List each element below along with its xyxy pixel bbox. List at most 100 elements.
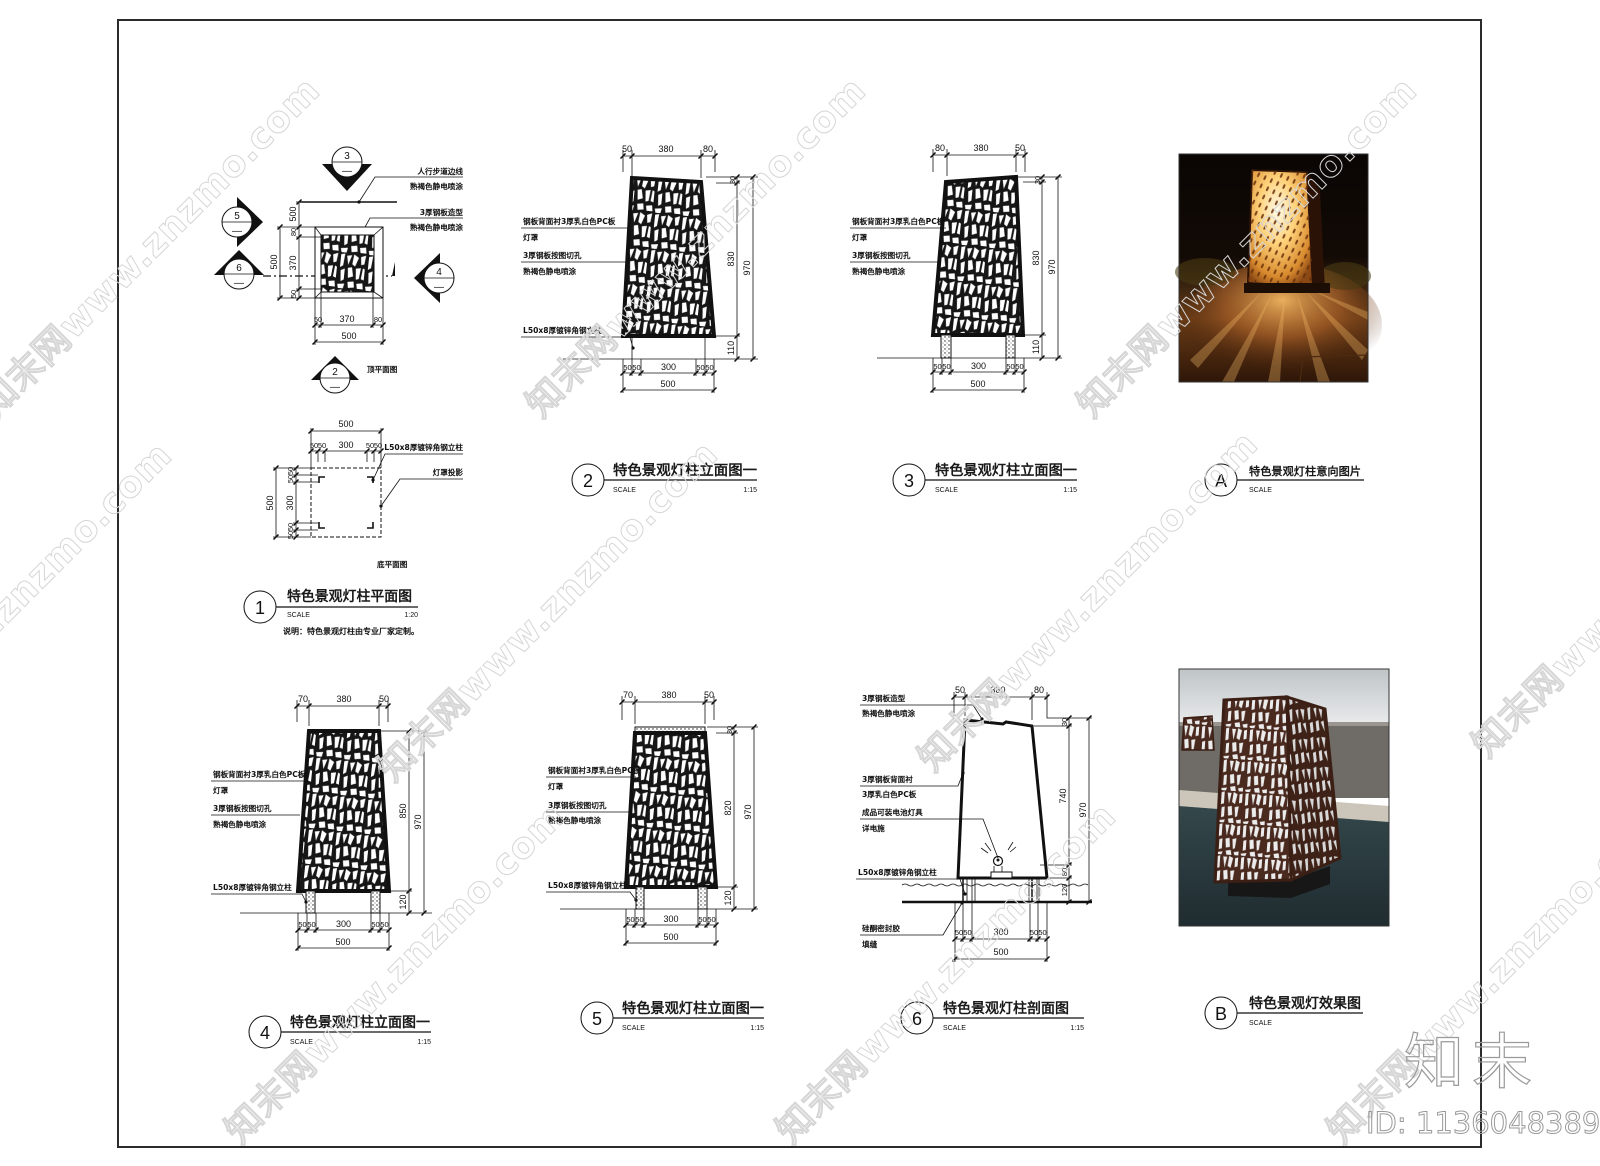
scale-label: SCALE <box>935 487 958 494</box>
scale-value: 1:15 <box>1070 1025 1084 1032</box>
photo-b-rendering <box>1178 668 1390 927</box>
dim-text: 300 <box>285 495 295 510</box>
dim-text: 500 <box>335 937 350 947</box>
dim-text: 120 <box>1060 884 1069 897</box>
section-marker-2[interactable]: 2 — <box>311 356 359 394</box>
dim-text: 300 <box>336 919 351 929</box>
section-marker-3[interactable]: 3 — <box>322 146 372 191</box>
label-finish: 熟褐色静电喷涂 <box>213 819 267 829</box>
dim-text: 70 <box>623 690 633 700</box>
dim-text: 50 <box>933 362 941 371</box>
dim-text: 50 <box>705 363 713 372</box>
label-pc-lining: 钢板背面衬3厚乳白色PC板 <box>548 765 641 775</box>
dim-text: 500 <box>269 254 279 269</box>
dim-text: 970 <box>1078 802 1088 817</box>
label-lamp-shade: 灯罩 <box>548 781 564 791</box>
dim-text: 50 <box>635 915 643 924</box>
dim-text: 830 <box>1031 250 1041 265</box>
scale-value: 1:15 <box>743 487 757 494</box>
dim-text: 50 <box>1006 362 1014 371</box>
elevation-2: 50 380 80 30 830 110 970 50 50 300 50 50… <box>521 144 758 394</box>
marker-sheet: — <box>342 166 352 177</box>
label-pc-lining: 钢板背面衬3厚乳白色PC板 <box>852 216 945 226</box>
plan-base-leaders <box>371 453 463 508</box>
title-block-3: 3 特色景观灯柱立面图一 SCALE 1:15 <box>892 462 1077 497</box>
label-cut-steel: 3厚钢板按图切孔 <box>213 803 272 813</box>
marker-number: 4 <box>436 267 442 278</box>
title-number: 1 <box>255 598 265 618</box>
label-lamp-shade: 灯罩 <box>852 232 868 242</box>
dim-text: 50 <box>698 915 706 924</box>
dim-text: 300 <box>661 362 676 372</box>
elevation-2-leaders <box>521 227 634 349</box>
title-number: 6 <box>912 1009 922 1029</box>
dim-text: 850 <box>398 803 408 818</box>
dim-text: 50 <box>289 290 298 298</box>
scale-label: SCALE <box>613 487 636 494</box>
section-marker-5[interactable]: 5 — <box>221 197 263 247</box>
label-steel-lining: 3厚钢板背面衬 <box>862 774 913 784</box>
dim-text: 50 <box>379 694 389 704</box>
lamp-shade-elevation <box>295 729 392 893</box>
title-block-6: 6 特色景观灯柱剖面图 SCALE 1:15 <box>900 1000 1084 1035</box>
section-marker-4[interactable]: 4 — <box>414 253 455 303</box>
dim-text: 50 <box>696 363 704 372</box>
dim-text: 80 <box>1060 868 1069 876</box>
dim-text: 50 <box>707 915 715 924</box>
caption-base-plan: 底平面图 <box>377 559 408 569</box>
dim-text: 50 <box>1030 928 1038 937</box>
angle-steel-posts <box>962 878 1040 902</box>
dim-text: 50 <box>314 315 322 324</box>
label-see-electrical: 详电施 <box>862 823 885 833</box>
dim-text: 80 <box>289 228 298 236</box>
lamp-shade-elevation <box>930 174 1026 337</box>
dim-text: 370 <box>288 255 298 270</box>
label-finish: 熟褐色静电喷涂 <box>548 815 602 825</box>
label-angle-post: L50x8厚镀锌角钢立柱 <box>213 882 292 892</box>
dim-text: 380 <box>973 143 988 153</box>
dim-text: 300 <box>971 361 986 371</box>
dim-text: 30 <box>725 726 734 734</box>
section-6-leaders <box>856 704 999 936</box>
marker-number: 5 <box>234 211 240 222</box>
dim-text: 50 <box>626 915 634 924</box>
label-joint-fill: 填缝 <box>862 939 878 949</box>
title-text: 特色景观灯柱剖面图 <box>943 1000 1069 1017</box>
plan-base-dimension-lines <box>272 427 385 541</box>
scale-value: 1:15 <box>1063 487 1077 494</box>
scale-value: 1:20 <box>404 612 418 619</box>
dim-text: 500 <box>660 379 675 389</box>
lamp-shade-elevation <box>620 175 717 338</box>
label-lamp-shade: 灯罩 <box>213 785 229 795</box>
section-marker-6[interactable]: 6 — <box>214 250 264 290</box>
dim-text: 500 <box>341 331 356 341</box>
label-angle-post: L50x8厚镀锌角钢立柱 <box>523 325 602 335</box>
label-lamp-shade: 灯罩 <box>523 232 539 242</box>
scale-label: SCALE <box>1249 487 1272 494</box>
dim-text: 50 <box>371 920 379 929</box>
dim-text: 500 <box>288 206 298 221</box>
dim-text: 50 <box>286 467 295 475</box>
dim-text: 110 <box>726 341 736 355</box>
marker-number: 3 <box>344 151 350 162</box>
elevation-5-leaders <box>546 776 637 901</box>
title-block-5: 5 特色景观灯柱立面图一 SCALE 1:15 <box>580 1000 764 1035</box>
dim-text: 50 <box>366 441 374 450</box>
label-finish: 熟褐色静电喷涂 <box>410 222 464 232</box>
dim-text: 120 <box>398 894 408 909</box>
label-finish: 熟褐色静电喷涂 <box>852 266 906 276</box>
label-pc-lining: 钢板背面衬3厚乳白色PC板 <box>523 216 616 226</box>
label-steel-plate: 3厚钢板造型 <box>862 693 906 703</box>
dim-text: 50 <box>1015 362 1023 371</box>
dim-text: 120 <box>723 890 733 905</box>
title-block-b: B 特色景观灯效果图 SCALE <box>1204 995 1363 1030</box>
dim-text: 50 <box>963 928 971 937</box>
dim-text: 300 <box>993 927 1008 937</box>
dim-text: 380 <box>336 694 351 704</box>
lamp-shade-elevation <box>623 731 719 889</box>
scale-label: SCALE <box>1249 1020 1272 1027</box>
label-steel-plate: 3厚钢板造型 <box>420 207 464 217</box>
label-angle-post: L50x8厚镀锌角钢立柱 <box>384 442 463 452</box>
scale-value: 1:15 <box>417 1039 431 1046</box>
soil-line <box>901 883 1089 887</box>
